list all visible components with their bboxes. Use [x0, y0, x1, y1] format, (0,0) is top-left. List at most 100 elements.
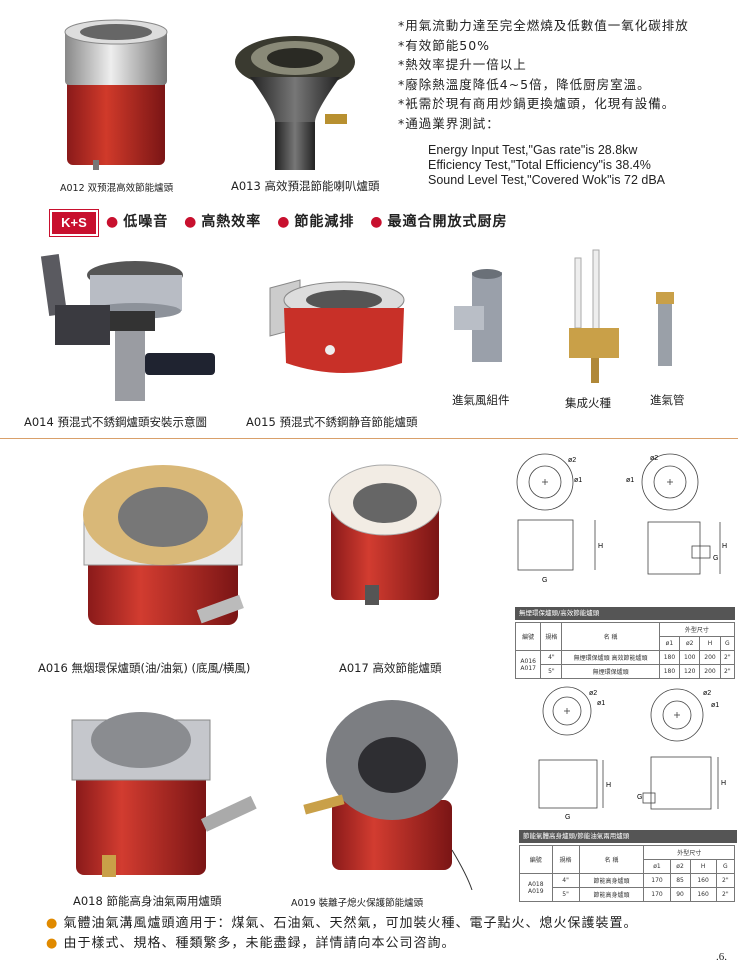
phi1-label: ø1 — [626, 477, 634, 484]
table-cell: 170 — [643, 887, 671, 902]
ks-logo: K+S — [49, 209, 99, 237]
header-cell: H — [699, 636, 721, 651]
a015-burner-image — [269, 279, 405, 373]
header-cell: G — [719, 636, 736, 651]
a017-caption: A017 高效節能爐頭 — [339, 661, 442, 675]
table-cell: 無煙環保爐頭 高效節能爐頭 — [561, 650, 660, 665]
feature-item: *衹需於現有商用炒鍋更換爐頭，化現有設備。 — [398, 96, 676, 111]
table-cell: 180 — [658, 664, 681, 679]
table-cell: 4" — [540, 650, 563, 665]
header-cell: 名 稱 — [561, 622, 660, 651]
feature-list: *用氣流動力達至完全燃燒及低數值一氧化碳排放 *有效節能50% *熱效率提升一倍… — [398, 16, 689, 133]
header-cell: 編號 — [514, 622, 542, 651]
table-cell: 160 — [689, 887, 717, 902]
header-cell: ø2 — [669, 859, 691, 874]
phi2-label: ø2 — [650, 455, 658, 462]
header-cell: ø1 — [658, 636, 681, 651]
g-label: G — [542, 577, 547, 584]
section-divider — [0, 438, 738, 439]
table-cell: 160 — [689, 873, 717, 888]
table-row: A018 A019 4" 節能高身爐頭 170 85 160 2" — [519, 873, 736, 902]
table1-title: 無煙環保爐頭/高效節能爐頭 — [515, 607, 735, 620]
feature-item: *通過業界測試： — [398, 115, 500, 131]
footer-text: 氣體油氣溝風爐頭適用于：煤氣、石油氣、天然氣，可加裝火種、電子點火、熄火保護裝置… — [63, 916, 638, 931]
g-label: G — [565, 814, 570, 821]
intake-pipe-image — [656, 292, 674, 366]
table-cell: 節能高身爐頭 — [578, 887, 645, 902]
table-cell: 5" — [540, 664, 563, 679]
slogan: 最適合開放式厨房 — [387, 214, 508, 230]
table-cell: 節能高身爐頭 — [578, 873, 645, 888]
bullet-icon: ● — [106, 214, 120, 230]
h-label: H — [721, 780, 726, 787]
a019-burner-image — [303, 700, 473, 890]
integrated-pilot-image — [569, 249, 619, 383]
header-cell: 編號 — [519, 845, 553, 874]
part-label: 進氣風組件 — [452, 393, 510, 407]
part-label: 集成火種 — [565, 396, 611, 410]
h-label: H — [598, 543, 603, 550]
a013-caption: A013 高效預混節能喇叭爐頭 — [231, 179, 380, 193]
feature-item: *有效節能50% — [398, 37, 491, 53]
table-row: 5" 節能高身爐頭 170 90 160 2" — [520, 887, 736, 902]
table-cell: 4" — [551, 873, 580, 888]
table-cell: A016 A017 — [514, 650, 542, 679]
a012-burner-image — [64, 19, 168, 170]
table-cell: 5" — [551, 887, 580, 902]
diagram-a018-a019: ø2 ø1 ø2 ø1 H H G G — [538, 686, 726, 821]
table-cell: 2" — [719, 664, 736, 679]
a016-burner-image — [83, 465, 244, 625]
page-number: .6. — [716, 951, 727, 963]
table-cell: 170 — [643, 873, 671, 888]
a014-caption: A014 預混式不銹鋼爐頭安裝示意圖 — [24, 415, 207, 429]
slogan: 節能減排 — [294, 214, 355, 230]
bullet-icon: ● — [46, 936, 59, 951]
spec-table-a018-a019: 編號 規格 名 稱 外型尺寸 ø1 ø2 H G A018 A019 4" 節能… — [519, 845, 736, 902]
diagram-a016-a017: ø2 ø1 ø2 ø1 H H G G — [516, 453, 727, 584]
header-cell: H — [689, 859, 717, 874]
phi2-label: ø2 — [568, 457, 576, 464]
phi2-label: ø2 — [589, 690, 597, 697]
header-cell: 外型尺寸 — [658, 622, 736, 637]
a018-burner-image — [71, 712, 257, 877]
test-line: Energy Input Test,"Gas rate"is 28.8kw — [428, 143, 638, 157]
phi1-label: ø1 — [597, 700, 605, 707]
slogan: 高熱效率 — [201, 214, 262, 230]
feature-item: *廢除熱溫度降低4~5倍，降低厨房室溫。 — [398, 76, 651, 92]
g-label: G — [637, 794, 642, 801]
table-cell: 120 — [679, 664, 701, 679]
a018-caption: A018 節能高身油氣兩用爐頭 — [73, 894, 222, 908]
table-row: 5" 無煙環保爐頭 180 120 200 2" — [516, 664, 736, 679]
spec-table-a016-a017: 編號 規格 名 稱 外型尺寸 ø1 ø2 H G A016 A017 4" 無煙… — [514, 622, 736, 679]
table-cell: 200 — [699, 664, 721, 679]
a016-caption: A016 無烟環保爐頭(油/油氣) (底風/横風) — [38, 661, 251, 675]
table-cell: 2" — [715, 873, 736, 888]
a013-burner-image — [235, 36, 355, 170]
header-cell: G — [715, 859, 736, 874]
slogan: 低噪音 — [123, 214, 169, 230]
feature-item: *用氣流動力達至完全燃燒及低數值一氧化碳排放 — [398, 18, 689, 33]
table-cell: 無煙環保爐頭 — [561, 664, 660, 679]
table-cell: 200 — [699, 650, 721, 665]
a019-caption: A019 裝離子熄火保護節能爐頭 — [291, 898, 424, 909]
test-line: Sound Level Test,"Covered Wok"is 72 dBA — [428, 173, 666, 187]
g-label: G — [713, 555, 718, 562]
a017-burner-image — [328, 464, 442, 605]
footer-text: 由于樣式、規格、種類繁多，未能盡録，詳情請向本公司咨詢。 — [63, 936, 456, 951]
header-cell: 外型尺寸 — [643, 845, 735, 860]
bullet-icon: ● — [184, 214, 198, 230]
phi1-label: ø1 — [574, 477, 582, 484]
bullet-icon: ● — [370, 214, 384, 230]
table-cell: 100 — [679, 650, 701, 665]
phi1-label: ø1 — [711, 702, 719, 709]
table-row: A016 A017 4" 無煙環保爐頭 高效節能爐頭 180 100 200 2… — [514, 650, 736, 679]
header-cell: ø2 — [679, 636, 701, 651]
air-intake-assembly-image — [454, 269, 502, 362]
table-cell: 2" — [719, 650, 736, 665]
bullet-icon: ● — [46, 916, 59, 931]
header-cell: 規格 — [551, 845, 580, 874]
a015-caption: A015 預混式不銹鋼静音節能爐頭 — [246, 415, 418, 429]
table-cell: A018 A019 — [519, 873, 553, 902]
table-cell: 85 — [669, 873, 691, 888]
phi2-label: ø2 — [703, 690, 711, 697]
